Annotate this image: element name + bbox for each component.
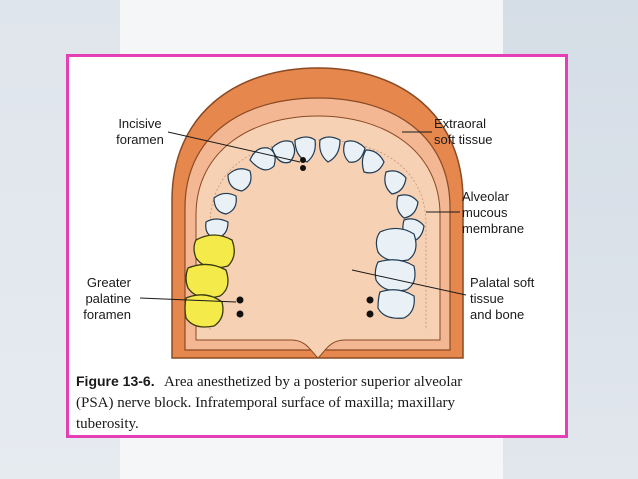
- caption-line-3: tuberosity.: [76, 416, 139, 432]
- tooth-anesthetized: [185, 263, 229, 299]
- tooth: [294, 136, 316, 163]
- tooth: [205, 218, 229, 239]
- tooth: [361, 149, 385, 174]
- label-greater-palatine-3: foramen: [83, 307, 131, 322]
- incisive-foramen-dot: [300, 165, 306, 171]
- tooth: [213, 192, 237, 215]
- teeth-arch: [205, 136, 425, 319]
- leader-lines: [139, 131, 467, 303]
- leader-incisive: [167, 131, 301, 163]
- label-extraoral-2: soft tissue: [434, 132, 493, 147]
- greater-palatine-dot: [236, 310, 244, 318]
- tooth: [374, 259, 416, 292]
- label-extraoral-1: Extraoral: [434, 116, 486, 131]
- label-greater-palatine-1: Greater: [87, 275, 132, 290]
- tooth: [384, 170, 407, 195]
- tooth: [396, 194, 419, 219]
- caption-line-2: (PSA) nerve block. Infratemporal surface…: [76, 395, 456, 411]
- leader-palatal: [351, 269, 467, 296]
- tooth: [375, 227, 417, 262]
- tooth: [377, 289, 415, 319]
- tooth-anesthetized: [193, 234, 235, 269]
- caption-figure-number: Figure 13-6.: [76, 373, 155, 389]
- label-alveolar-2: mucous: [462, 205, 508, 220]
- palatal-outline: [209, 139, 427, 330]
- caption-text-1: Area anesthetized by a posterior superio…: [164, 374, 462, 390]
- greater-palatine-dot: [236, 296, 244, 304]
- label-palatal-3: and bone: [470, 307, 524, 322]
- label-alveolar-1: Alveolar: [462, 189, 510, 204]
- label-alveolar-3: membrane: [462, 221, 524, 236]
- tooth-anesthetized: [184, 294, 224, 328]
- leader-greater-palatine: [139, 297, 237, 303]
- greater-palatine-dot: [366, 296, 374, 304]
- label-palatal-2: tissue: [470, 291, 504, 306]
- incisive-foramen-dot: [300, 157, 306, 163]
- label-greater-palatine-2: palatine: [85, 291, 131, 306]
- foramina: [236, 157, 374, 318]
- greater-palatine-dot: [366, 310, 374, 318]
- anesthetized-molars: [184, 234, 235, 328]
- tooth: [319, 136, 341, 163]
- caption-line-1: Figure 13-6. Area anesthetized by a post…: [76, 373, 462, 390]
- label-palatal-1: Palatal soft: [470, 275, 535, 290]
- tooth: [343, 140, 366, 163]
- label-incisive-2: foramen: [116, 132, 164, 147]
- tooth: [227, 168, 252, 192]
- label-incisive-1: Incisive: [118, 116, 161, 131]
